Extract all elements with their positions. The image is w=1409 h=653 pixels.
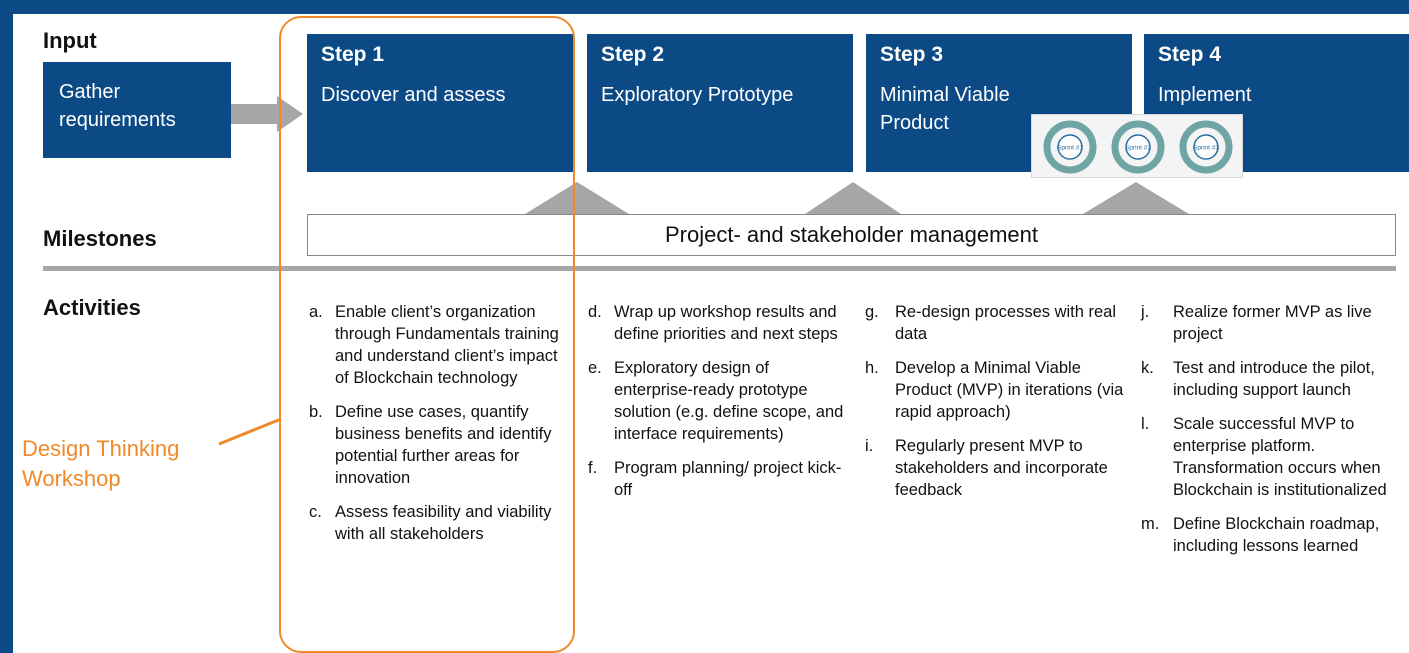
activity-text: Scale successful MVP to enterprise platf… — [1173, 415, 1387, 499]
milestone-triangle-2 — [805, 182, 901, 214]
activity-a: a. Enable client’s organization through … — [309, 301, 569, 389]
step-3-title: Step 3 — [880, 43, 944, 66]
activity-f: f. Program planning/ project kick-off — [588, 457, 852, 501]
activity-text: Exploratory design of enterprise-ready p… — [614, 359, 844, 443]
activity-letter: h. — [865, 359, 879, 377]
activity-d: d. Wrap up workshop results and define p… — [588, 301, 852, 345]
sprint-cycle-icon-1: Sprint #1 — [1043, 120, 1097, 174]
activity-text: Enable client’s organization through Fun… — [335, 303, 559, 387]
gather-line-1: Gather — [59, 81, 121, 103]
activity-g: g. Re-design processes with real data — [865, 301, 1129, 345]
activity-letter: d. — [588, 303, 602, 321]
activity-letter: c. — [309, 503, 322, 521]
activity-k: k. Test and introduce the pilot, includi… — [1141, 357, 1397, 401]
design-thinking-pointer — [218, 417, 282, 446]
activity-letter: k. — [1141, 359, 1154, 377]
gather-requirements-box: Gather requirements — [43, 62, 231, 158]
step-1-subtitle: Discover and assess — [321, 84, 506, 106]
activity-text: Re-design processes with real data — [895, 303, 1117, 343]
step-2-subtitle: Exploratory Prototype — [601, 84, 794, 106]
sprint-cycles-graphic: Sprint #1 Sprint #2 Sprint #3 — [1043, 120, 1233, 174]
step-3-subtitle-line-2: Product — [880, 112, 949, 134]
activity-letter: f. — [588, 459, 598, 477]
step-1-title: Step 1 — [321, 43, 385, 66]
design-thinking-line-1: Design Thinking — [22, 436, 180, 461]
activity-b: b. Define use cases, quantify business b… — [309, 401, 569, 489]
activity-letter: l. — [1141, 415, 1150, 433]
activity-letter: b. — [309, 403, 323, 421]
step-2-box: Step 2 Exploratory Prototype — [587, 34, 853, 172]
activities-column-3: g. Re-design processes with real data h.… — [865, 301, 1129, 513]
input-label: Input — [43, 28, 97, 53]
activity-c: c. Assess feasibility and viability with… — [309, 501, 569, 545]
design-thinking-highlight-box — [279, 16, 575, 653]
project-stakeholder-management-bar: Project- and stakeholder management — [307, 214, 1396, 256]
step-4-box: Step 4 Implement — [1144, 34, 1409, 172]
activities-label: Activities — [43, 295, 141, 320]
step-4-subtitle: Implement — [1158, 84, 1252, 106]
activity-text: Develop a Minimal Viable Product (MVP) i… — [895, 359, 1124, 421]
step-2-title: Step 2 — [601, 43, 665, 66]
activities-column-1: a. Enable client’s organization through … — [309, 301, 569, 557]
diagram-panel: Input Milestones Activities Gather requi… — [13, 14, 1409, 653]
activity-text: Test and introduce the pilot, including … — [1173, 359, 1375, 399]
activities-column-4: j. Realize former MVP as live project k.… — [1141, 301, 1397, 569]
sprint-3-text: Sprint #3 — [1193, 145, 1219, 152]
sprint-2-text: Sprint #2 — [1125, 145, 1151, 152]
activities-column-2: d. Wrap up workshop results and define p… — [588, 301, 852, 513]
sprint-cycles-image: Sprint #1 Sprint #2 Sprint #3 — [1031, 114, 1243, 178]
design-thinking-label: Design Thinking Workshop — [22, 434, 179, 494]
sprint-1-text: Sprint #1 — [1057, 145, 1083, 152]
activity-text: Define use cases, quantify business bene… — [335, 403, 552, 487]
activity-h: h. Develop a Minimal Viable Product (MVP… — [865, 357, 1129, 423]
input-arrow — [231, 96, 303, 132]
activity-i: i. Regularly present MVP to stakeholders… — [865, 435, 1129, 501]
activity-l: l. Scale successful MVP to enterprise pl… — [1141, 413, 1397, 501]
activity-text: Regularly present MVP to stakeholders an… — [895, 437, 1108, 499]
activity-e: e. Exploratory design of enterprise-read… — [588, 357, 852, 445]
design-thinking-line-2: Workshop — [22, 466, 121, 491]
activity-text: Assess feasibility and viability with al… — [335, 503, 552, 543]
activity-text: Define Blockchain roadmap, including les… — [1173, 515, 1380, 555]
milestone-triangle-3 — [1083, 182, 1189, 214]
activity-letter: g. — [865, 303, 879, 321]
activity-letter: i. — [865, 437, 874, 455]
activity-letter: e. — [588, 359, 602, 377]
connector-shapes — [231, 96, 1189, 214]
milestone-triangle-1 — [525, 182, 629, 214]
activity-text: Wrap up workshop results and define prio… — [614, 303, 838, 343]
step-1-box: Step 1 Discover and assess — [307, 34, 573, 172]
step-4-title: Step 4 — [1158, 43, 1222, 66]
sprint-cycle-icon-2: Sprint #2 — [1111, 120, 1165, 174]
activity-m: m. Define Blockchain roadmap, including … — [1141, 513, 1397, 557]
gather-line-2: requirements — [59, 109, 176, 131]
activity-text: Realize former MVP as live project — [1173, 303, 1372, 343]
activity-letter: j. — [1141, 303, 1150, 321]
section-divider — [43, 266, 1396, 271]
milestones-label: Milestones — [43, 226, 157, 251]
activity-letter: m. — [1141, 515, 1160, 533]
activity-j: j. Realize former MVP as live project — [1141, 301, 1397, 345]
sprint-cycle-icon-3: Sprint #3 — [1179, 120, 1233, 174]
step-3-subtitle-line-1: Minimal Viable — [880, 84, 1010, 106]
activity-text: Program planning/ project kick-off — [614, 459, 842, 499]
activity-letter: a. — [309, 303, 323, 321]
